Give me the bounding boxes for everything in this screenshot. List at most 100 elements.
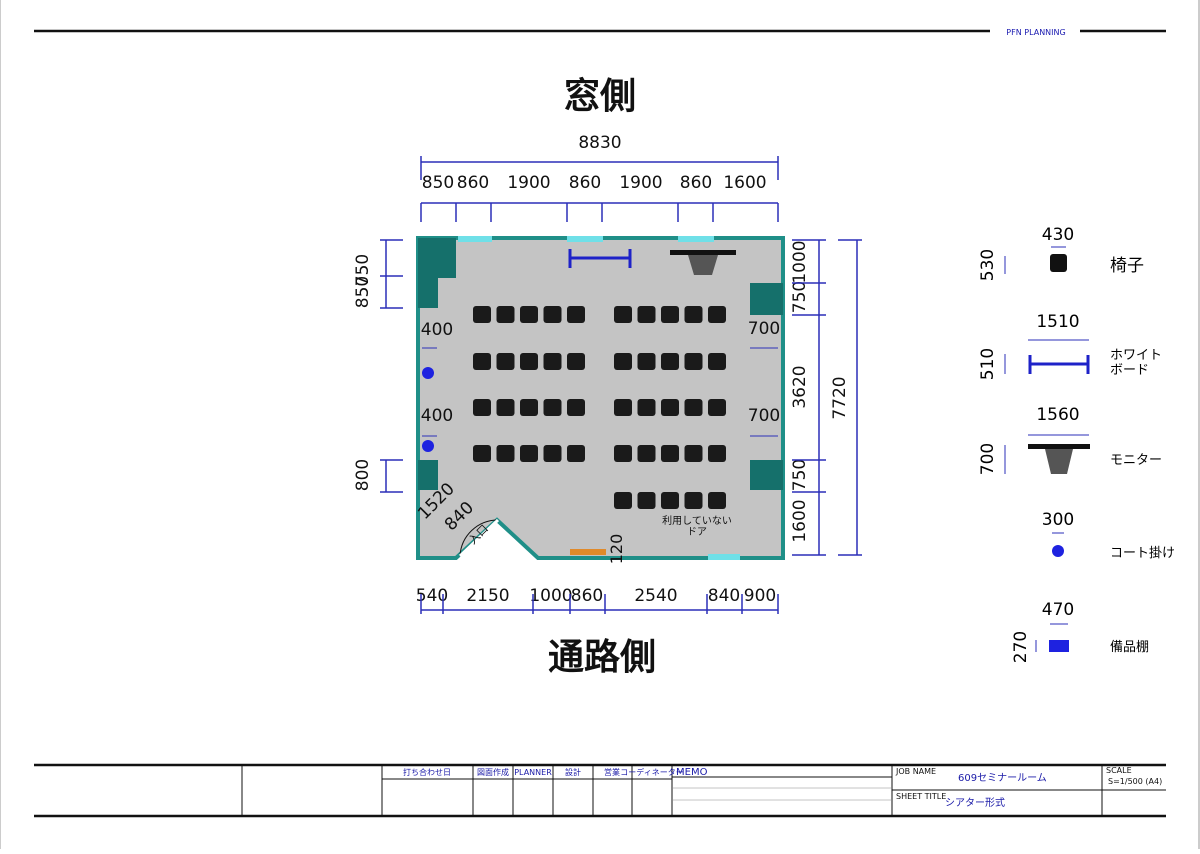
seat-left-r2-c5 bbox=[567, 353, 585, 370]
top-segment-dims: 850 860 1900 860 1900 860 1600 bbox=[422, 173, 767, 193]
seating-area bbox=[473, 306, 726, 509]
hanger-dim-2: 400 bbox=[421, 406, 453, 426]
bottom-dim-6: 840 bbox=[708, 586, 740, 606]
seat-right-r4-c2 bbox=[637, 445, 656, 462]
legend-hanger-label: コート掛け bbox=[1110, 546, 1175, 561]
entrance-door-swing bbox=[459, 519, 499, 557]
seat-back-c3 bbox=[661, 492, 679, 509]
top-dim-2: 860 bbox=[457, 173, 489, 193]
right-total-dim: 7720 bbox=[830, 376, 850, 419]
top-dim-3: 1900 bbox=[507, 173, 550, 193]
bottom-segment-line bbox=[420, 594, 779, 614]
tb-job-name: 609セミナールーム bbox=[958, 772, 1047, 784]
seat-right-r2-c2 bbox=[637, 353, 656, 370]
seat-back-c5 bbox=[708, 492, 726, 509]
unused-door-label-2: ドア bbox=[687, 527, 707, 538]
room-inner-dim-lines bbox=[422, 347, 778, 437]
top-dim-5: 1900 bbox=[619, 173, 662, 193]
total-width-line bbox=[420, 156, 779, 180]
seat-right-r4-c1 bbox=[614, 445, 632, 462]
legend-chair-label: 椅子 bbox=[1110, 256, 1144, 276]
legend-chair-width: 430 bbox=[1042, 225, 1074, 245]
top-segment-line bbox=[420, 202, 779, 222]
legend-chair-icon bbox=[1050, 254, 1067, 272]
legend-wb-width: 1510 bbox=[1036, 312, 1079, 332]
window-1 bbox=[458, 236, 492, 242]
window-2 bbox=[567, 236, 603, 242]
column-left-lower bbox=[418, 460, 438, 490]
legend-whiteboard-icon bbox=[1028, 355, 1090, 374]
bottom-dim-1: 540 bbox=[416, 586, 448, 606]
seat-right-r1-c3 bbox=[661, 306, 679, 323]
storage-shelf-orange bbox=[570, 549, 606, 555]
unused-door bbox=[708, 554, 740, 560]
seat-left-r2-c3 bbox=[520, 353, 538, 370]
legend-hanger-width: 300 bbox=[1042, 510, 1074, 530]
coat-hanger-2 bbox=[422, 440, 434, 452]
seat-left-r4-c1 bbox=[473, 445, 491, 462]
right-inner-dim-2: 700 bbox=[748, 406, 780, 426]
seat-right-r4-c3 bbox=[661, 445, 679, 462]
seat-back-c1 bbox=[614, 492, 632, 509]
legend-wb-label-1: ホワイト bbox=[1110, 348, 1162, 363]
seat-right-r3-c2 bbox=[637, 399, 656, 416]
seat-right-r2-c1 bbox=[614, 353, 632, 370]
tb-sheet-title: シアター形式 bbox=[945, 796, 1005, 809]
tb-scale-label: SCALE bbox=[1106, 766, 1132, 775]
legend-chair-dimlines bbox=[1004, 246, 1066, 274]
legend-monitor-height: 700 bbox=[978, 443, 998, 475]
right-dim-lines bbox=[792, 239, 862, 556]
column-right-upper bbox=[750, 283, 783, 315]
top-side-label: 窓側 bbox=[564, 76, 636, 117]
legend-wb-label-2: ボード bbox=[1110, 363, 1149, 378]
seat-right-r4-c4 bbox=[684, 445, 703, 462]
coat-hanger-1 bbox=[422, 367, 434, 379]
right-inner-dim-1: 700 bbox=[748, 319, 780, 339]
seat-left-r4-c4 bbox=[543, 445, 562, 462]
legend-monitor-width: 1560 bbox=[1036, 405, 1079, 425]
seat-left-r1-c3 bbox=[520, 306, 538, 323]
seat-left-r4-c5 bbox=[567, 445, 585, 462]
room: 400 400 700 700 利用していない ドア 120 1520 840 … bbox=[414, 236, 785, 564]
bottom-dim-3: 1000 bbox=[529, 586, 572, 606]
legend-wb-dimlines bbox=[1004, 339, 1089, 374]
seat-left-r2-c1 bbox=[473, 353, 491, 370]
unused-door-label-1: 利用していない bbox=[662, 515, 732, 527]
tb-sheet-title-label: SHEET TITLE bbox=[896, 792, 946, 801]
whiteboard bbox=[568, 249, 632, 268]
tb-scale-value: S=1/500 (A4) bbox=[1108, 777, 1162, 786]
seat-left-r3-c5 bbox=[567, 399, 585, 416]
right-dim-3620: 3620 bbox=[790, 365, 810, 408]
bottom-dim-7: 900 bbox=[744, 586, 776, 606]
seat-right-r4-c5 bbox=[708, 445, 726, 462]
total-width-dim: 8830 bbox=[578, 133, 621, 153]
seat-right-r3-c5 bbox=[708, 399, 726, 416]
seat-left-r4-c3 bbox=[520, 445, 538, 462]
tb-header-sales: 営業 bbox=[604, 767, 620, 777]
legend-shelf-label: 備品棚 bbox=[1110, 639, 1149, 655]
top-dim-1: 850 bbox=[422, 173, 454, 193]
left-dims: 750 850 800 bbox=[353, 254, 373, 491]
seat-right-r2-c3 bbox=[661, 353, 679, 370]
legend-hanger-icon bbox=[1052, 545, 1064, 557]
window-3 bbox=[678, 236, 714, 242]
seat-left-r1-c1 bbox=[473, 306, 491, 323]
top-dim-4: 860 bbox=[569, 173, 601, 193]
legend: 430 530 椅子 1510 510 ホワイト ボード 1560 700 モニ… bbox=[978, 225, 1175, 663]
seat-left-r1-c2 bbox=[496, 306, 515, 323]
right-dims: 1000 750 3620 750 1600 7720 bbox=[790, 240, 850, 542]
right-dim-1600: 1600 bbox=[790, 499, 810, 542]
legend-shelf-dimlines bbox=[1035, 623, 1068, 652]
seat-right-r3-c4 bbox=[684, 399, 703, 416]
left-dim-850: 850 bbox=[353, 276, 373, 308]
right-dim-1000: 1000 bbox=[790, 240, 810, 283]
right-dim-750a: 750 bbox=[790, 281, 810, 313]
tb-header-design: 設計 bbox=[565, 767, 581, 777]
entrance-opening bbox=[458, 518, 500, 558]
left-dim-lines bbox=[380, 239, 403, 493]
seat-left-r3-c4 bbox=[543, 399, 562, 416]
column-right-lower bbox=[750, 460, 783, 490]
seat-back-c4 bbox=[684, 492, 703, 509]
